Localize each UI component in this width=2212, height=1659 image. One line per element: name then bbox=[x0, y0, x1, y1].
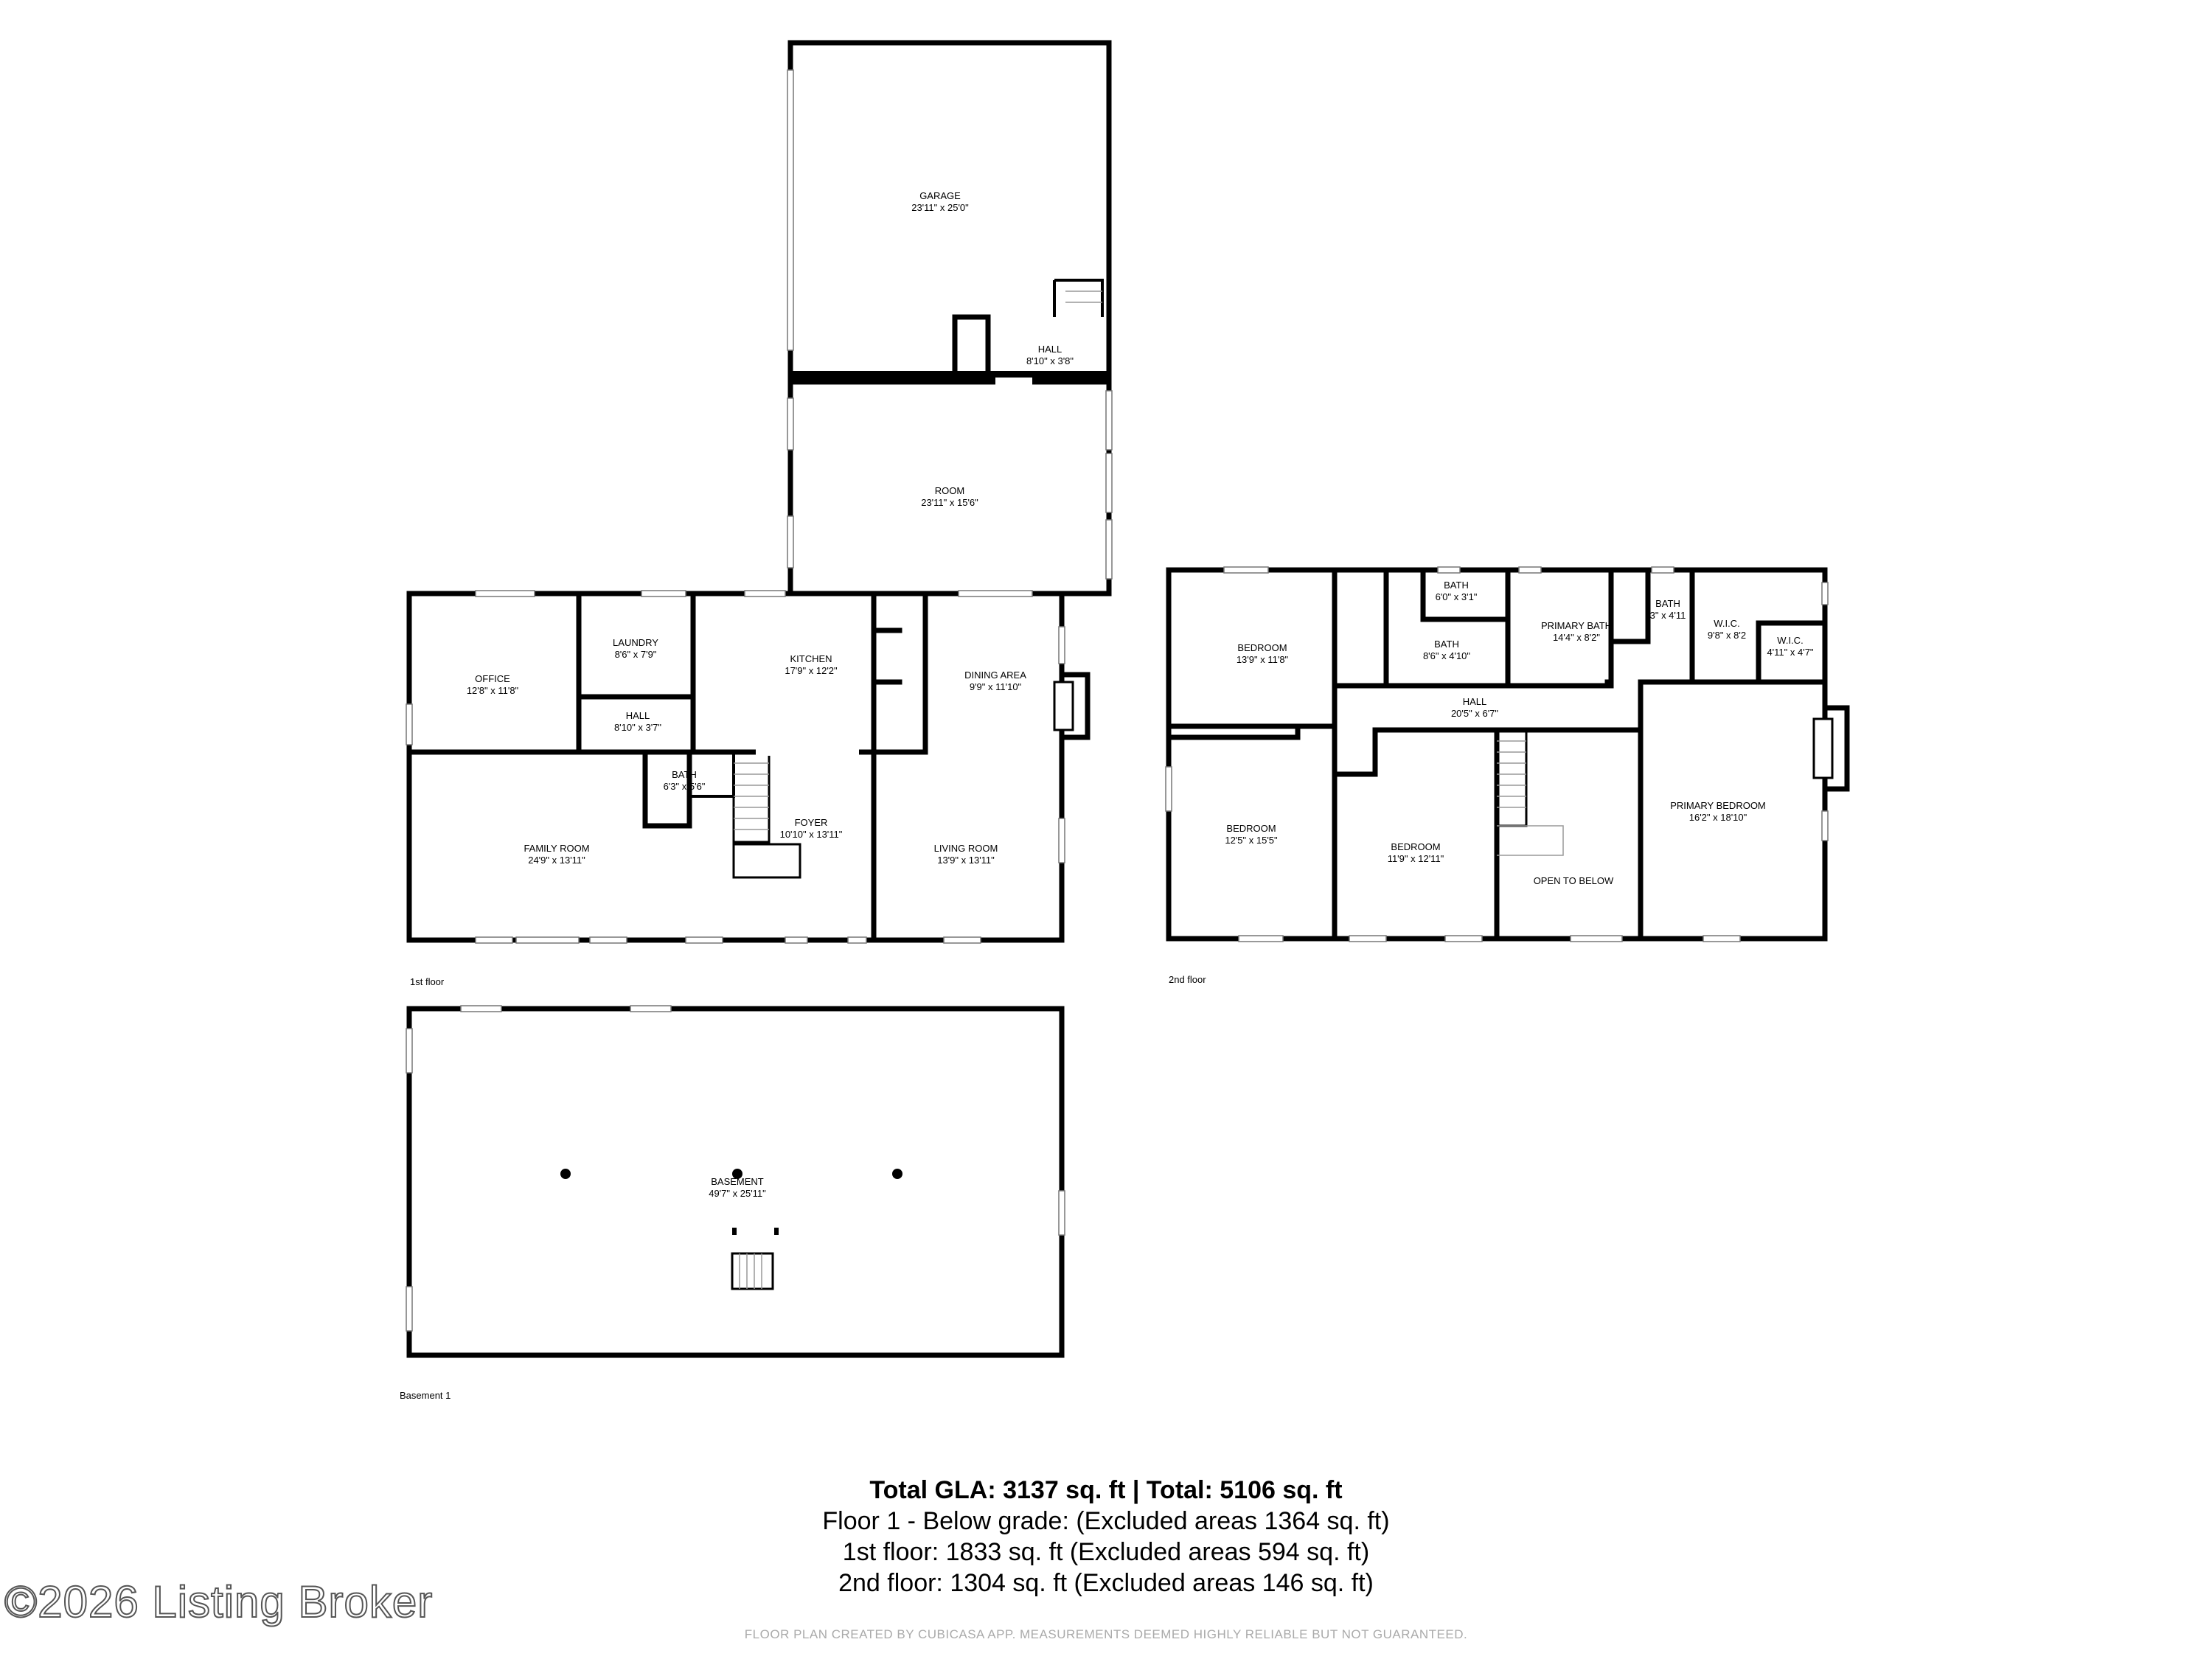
room-size: 9'8" x 8'2 bbox=[1708, 630, 1746, 641]
watermark: ©2026 Listing Broker bbox=[4, 1576, 434, 1627]
room-name-bedroom: BEDROOM bbox=[1391, 841, 1440, 852]
room-name-open-to-below: OPEN TO BELOW bbox=[1534, 875, 1614, 886]
room-size: 13'9" x 11'8" bbox=[1237, 654, 1289, 665]
area-summary: Total GLA: 3137 sq. ft | Total: 5106 sq.… bbox=[0, 1475, 2212, 1599]
basement-plan bbox=[406, 1005, 1065, 1358]
room-name-room: ROOM bbox=[935, 485, 964, 496]
room-size: 9'9" x 11'10" bbox=[970, 681, 1022, 692]
room-name-w-i-c: W.I.C. bbox=[1714, 618, 1739, 629]
room-size: 11'9" x 12'11" bbox=[1388, 853, 1444, 864]
credit-note: FLOOR PLAN CREATED BY CUBICASA APP. MEAS… bbox=[744, 1627, 1468, 1641]
room-size: 10'10" x 13'11" bbox=[780, 829, 843, 840]
floor-label-second: 2nd floor bbox=[1169, 974, 1206, 985]
room-size: 4'11" x 4'7" bbox=[1767, 647, 1813, 658]
room-name-bath: BATH bbox=[672, 769, 697, 780]
first-floor-plan bbox=[406, 40, 1113, 944]
room-size: 20'5" x 6'7" bbox=[1451, 708, 1498, 719]
summary-line: Floor 1 - Below grade: (Excluded areas 1… bbox=[822, 1507, 1390, 1535]
room-size: 8'6" x 4'10" bbox=[1423, 650, 1470, 661]
room-name-primary-bedroom: PRIMARY BEDROOM bbox=[1670, 800, 1766, 811]
room-size: 8'10" x 3'8" bbox=[1026, 355, 1074, 366]
room-name-w-i-c: W.I.C. bbox=[1777, 635, 1803, 646]
room-name-bedroom: BEDROOM bbox=[1237, 642, 1287, 653]
room-size: 16'2" x 18'10" bbox=[1689, 812, 1747, 823]
room-name-office: OFFICE bbox=[475, 673, 510, 684]
total-area: Total GLA: 3137 sq. ft | Total: 5106 sq.… bbox=[869, 1476, 1343, 1504]
room-size: 13'9" x 13'11" bbox=[937, 855, 995, 866]
room-size: 49'7" x 25'11" bbox=[709, 1188, 766, 1199]
room-name-garage: GARAGE bbox=[919, 190, 961, 201]
room-size: 24'9" x 13'11" bbox=[528, 855, 585, 866]
room-size: 14'4" x 8'2" bbox=[1553, 632, 1600, 643]
room-name-primary-bath: PRIMARY BATH bbox=[1541, 620, 1612, 631]
room-size: 12'8" x 11'8" bbox=[467, 685, 519, 696]
room-name-laundry: LAUNDRY bbox=[613, 637, 658, 648]
room-name-bath: BATH bbox=[1655, 598, 1680, 609]
room-size: 12'5" x 15'5" bbox=[1225, 835, 1278, 846]
floor-label-basement: Basement 1 bbox=[400, 1390, 451, 1401]
room-name-hall: HALL bbox=[1038, 344, 1062, 355]
room-size: 3" x 4'11 bbox=[1650, 610, 1686, 621]
second-floor-plan bbox=[1165, 566, 1850, 942]
summary-line: 2nd floor: 1304 sq. ft (Excluded areas 1… bbox=[838, 1569, 1374, 1597]
room-name-hall: HALL bbox=[626, 710, 650, 721]
room-name-foyer: FOYER bbox=[795, 817, 828, 828]
room-size: 8'10" x 3'7" bbox=[614, 722, 661, 733]
room-name-bath: BATH bbox=[1434, 639, 1459, 650]
room-size: 23'11" x 25'0" bbox=[911, 202, 969, 213]
room-size: 17'9" x 12'2" bbox=[785, 665, 838, 676]
room-size: 23'11" x 15'6" bbox=[921, 497, 978, 508]
room-name-bedroom: BEDROOM bbox=[1226, 823, 1276, 834]
room-name-family-room: FAMILY ROOM bbox=[524, 843, 589, 854]
room-name-living-room: LIVING ROOM bbox=[934, 843, 998, 854]
room-size: 6'0" x 3'1" bbox=[1436, 591, 1478, 602]
floor-label-first: 1st floor bbox=[410, 976, 445, 987]
room-size: 6'3" x 5'6" bbox=[664, 781, 706, 792]
room-name-basement: BASEMENT bbox=[711, 1176, 764, 1187]
room-size: 8'6" x 7'9" bbox=[615, 649, 657, 660]
summary-line: 1st floor: 1833 sq. ft (Excluded areas 5… bbox=[842, 1538, 1370, 1566]
room-name-hall: HALL bbox=[1463, 696, 1487, 707]
room-name-bath: BATH bbox=[1444, 580, 1469, 591]
room-name-dining-area: DINING AREA bbox=[964, 669, 1026, 681]
room-name-kitchen: KITCHEN bbox=[790, 653, 832, 664]
